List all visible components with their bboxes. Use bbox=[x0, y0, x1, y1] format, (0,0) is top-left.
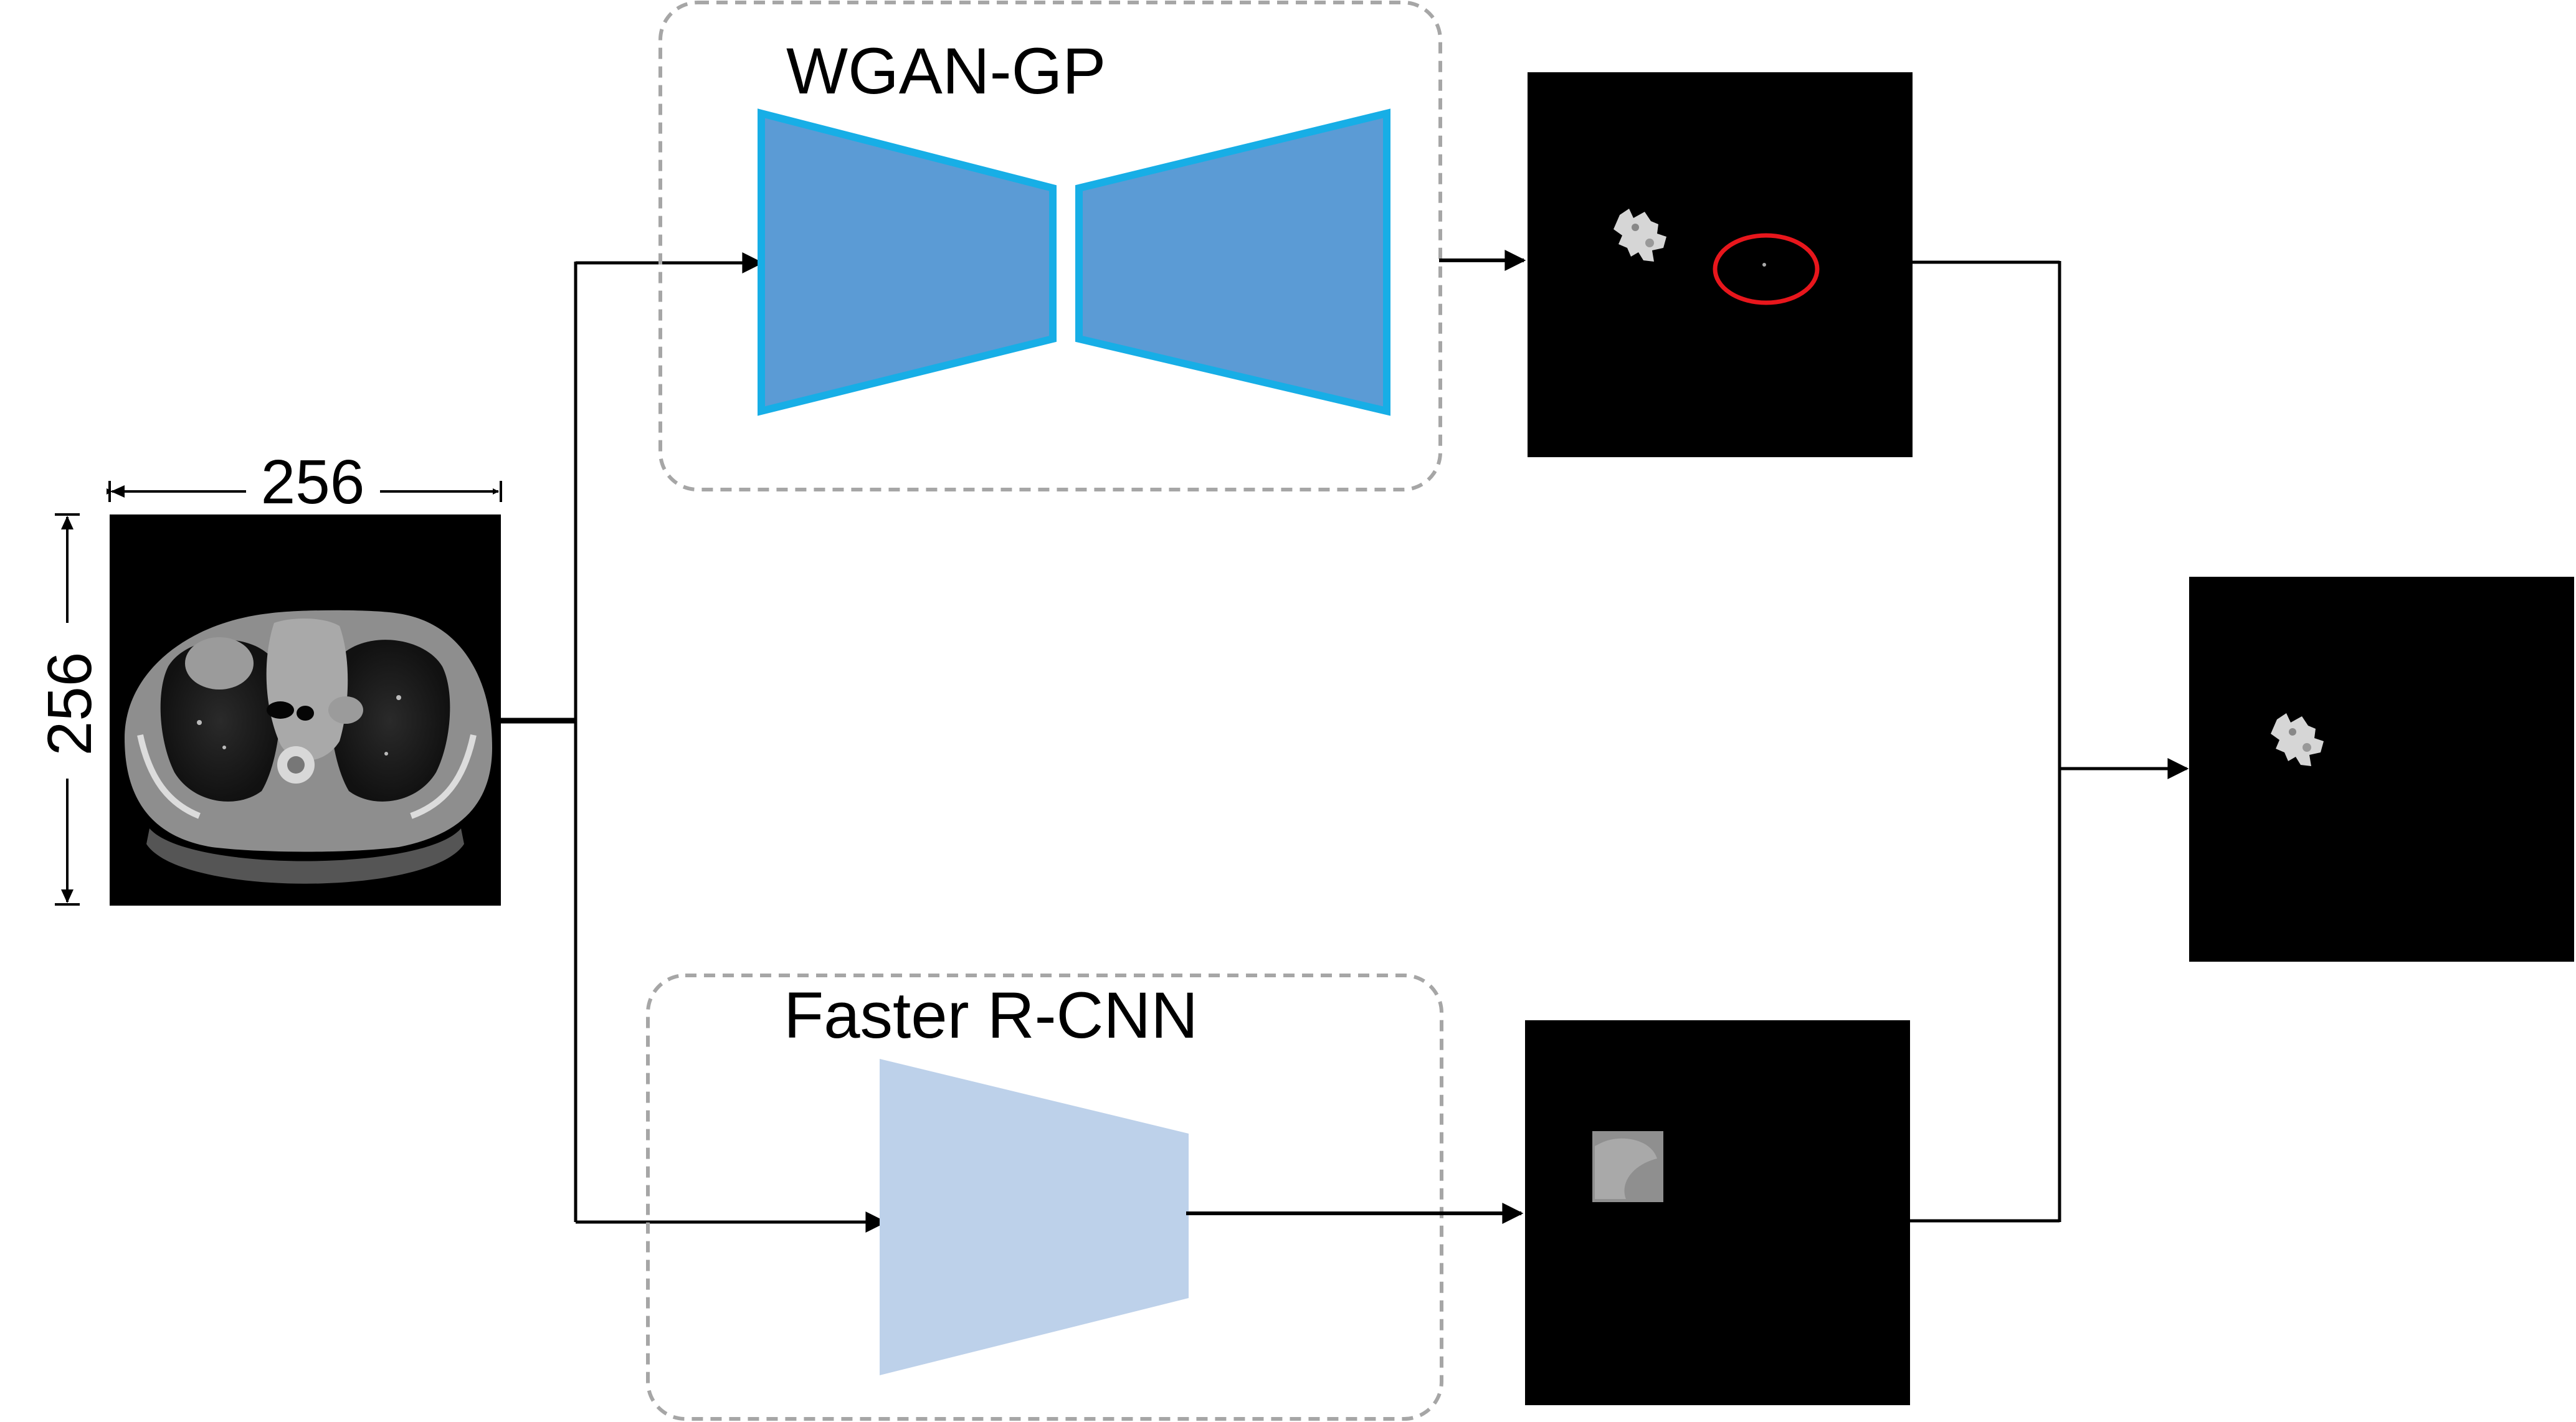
fused-lesion-segment bbox=[2271, 713, 2324, 766]
lesion-shadow bbox=[2289, 728, 2296, 736]
fused-output-image bbox=[2189, 577, 2574, 962]
detector-block bbox=[880, 1059, 1189, 1375]
right-lung bbox=[160, 640, 281, 802]
lesion-shadow bbox=[1632, 224, 1639, 231]
detector-output-frame bbox=[1525, 1020, 1910, 1405]
lesion-blob bbox=[185, 637, 254, 690]
false-positive-speck bbox=[1762, 263, 1766, 267]
width-dimension-label: 256 bbox=[261, 447, 365, 517]
gan-output-frame bbox=[1528, 72, 1913, 457]
speck bbox=[384, 752, 388, 756]
network-output-arrows bbox=[1186, 250, 1526, 1224]
faster-rcnn-group: Faster R-CNN bbox=[646, 974, 1443, 1421]
width-dimension: 256 bbox=[107, 447, 502, 517]
fused-output-frame bbox=[2189, 577, 2574, 962]
gan-output-image bbox=[1528, 72, 1913, 457]
mediastinum bbox=[266, 619, 348, 761]
spinal-canal bbox=[287, 756, 305, 774]
lesion-segment bbox=[1614, 209, 1666, 262]
ct-table bbox=[146, 828, 464, 884]
rib bbox=[137, 734, 201, 819]
airway bbox=[297, 706, 314, 721]
detector-output-image bbox=[1525, 1020, 1910, 1405]
merge-connectors bbox=[1910, 260, 2189, 1223]
height-dimension-label: 256 bbox=[35, 652, 105, 756]
lesion-blob bbox=[328, 696, 363, 724]
input-connectors bbox=[501, 252, 887, 1233]
speck bbox=[197, 720, 202, 725]
wgan-gp-title: WGAN-GP bbox=[786, 35, 1106, 108]
false-positive-highlight bbox=[1713, 233, 1820, 305]
detected-region-texture bbox=[1595, 1138, 1657, 1199]
airway bbox=[267, 701, 294, 719]
left-lung bbox=[330, 640, 450, 802]
lesion-shadow bbox=[2303, 743, 2311, 752]
faster-rcnn-title: Faster R-CNN bbox=[784, 979, 1198, 1052]
speck bbox=[396, 695, 401, 700]
faster-rcnn-border bbox=[646, 974, 1443, 1421]
wgan-gp-group: WGAN-GP bbox=[658, 1, 1442, 491]
rib bbox=[410, 734, 477, 819]
encoder-block bbox=[758, 108, 1057, 416]
height-dimension: 256 bbox=[35, 513, 105, 906]
speck bbox=[222, 746, 226, 749]
decoder-block bbox=[1075, 108, 1390, 416]
input-ct-image bbox=[110, 514, 501, 906]
lesion-shadow bbox=[1645, 239, 1654, 247]
